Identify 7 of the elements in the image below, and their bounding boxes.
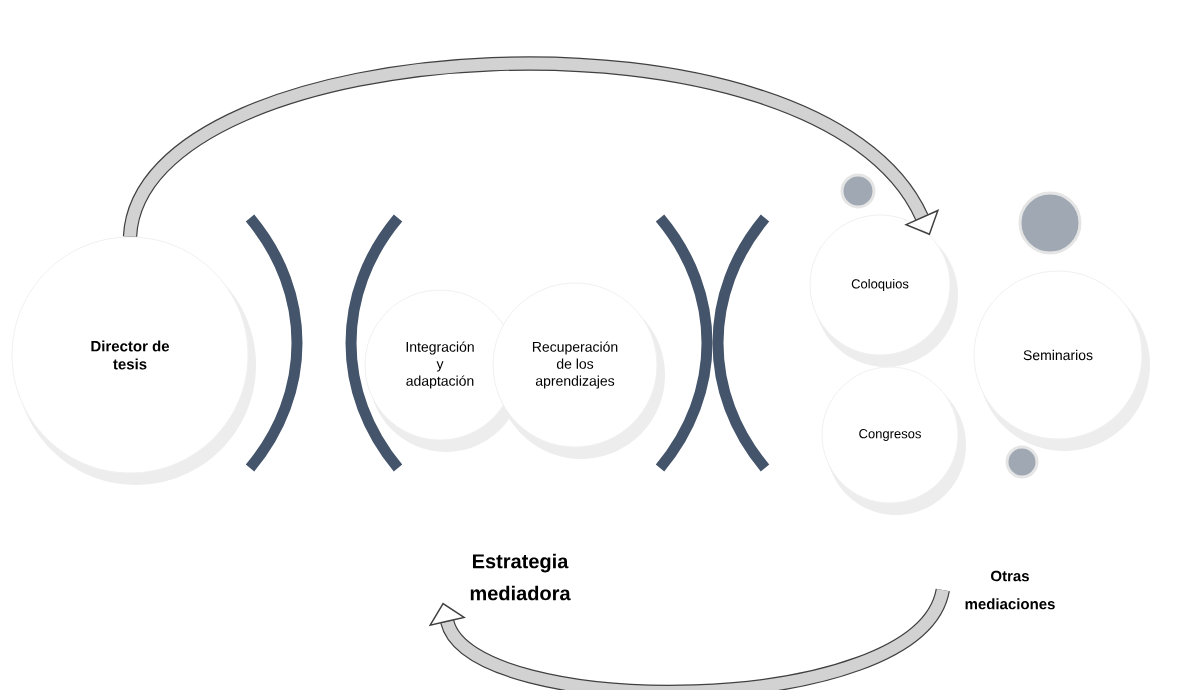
- caption-text: Otras mediaciones: [965, 570, 1055, 610]
- block-arrow: [428, 586, 950, 690]
- dot: [1005, 445, 1039, 479]
- dot: [1018, 191, 1082, 255]
- block-arrow: [123, 57, 940, 239]
- caption-text: Estrategia mediadora: [470, 553, 571, 601]
- dot: [840, 173, 876, 209]
